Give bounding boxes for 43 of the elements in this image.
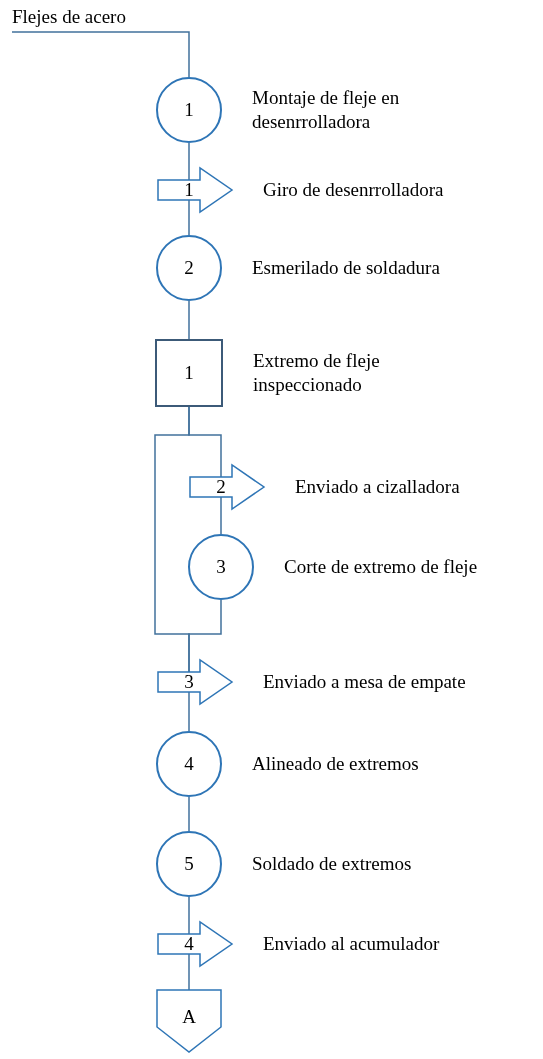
- inspection-square: [155, 339, 223, 407]
- connector-line: [11, 31, 190, 78]
- transport-symbol: [157, 167, 233, 213]
- step-number: 5: [183, 854, 195, 874]
- connector-symbol: [156, 989, 222, 1053]
- step-description: Esmerilado de soldadura: [252, 256, 440, 280]
- step-description: Enviado al acumulador: [263, 932, 440, 956]
- step-number: 1: [183, 363, 195, 383]
- operation-circle: [156, 831, 222, 897]
- step-description: Corte de extremo de fleje: [284, 555, 478, 579]
- step-number: A: [181, 1007, 197, 1027]
- transport-symbol: [157, 921, 233, 967]
- step-number: 2: [215, 477, 227, 497]
- step-number: 2: [183, 258, 195, 278]
- step-number: 1: [183, 180, 195, 200]
- connector-line: [188, 896, 190, 935]
- step-number: 3: [215, 557, 227, 577]
- operation-circle: [156, 235, 222, 301]
- step-description: Alineado de extremos: [252, 752, 419, 776]
- step-description: Giro de desenrrolladora: [263, 178, 444, 202]
- material-label: Flejes de acero: [12, 6, 152, 32]
- step-number: 4: [183, 754, 195, 774]
- step-description: Soldado de extremos: [252, 852, 412, 876]
- connector-line: [188, 953, 190, 991]
- connector-line: [188, 199, 190, 236]
- connector-line: [188, 796, 190, 832]
- connector-line: [188, 691, 190, 732]
- operation-circle: [188, 534, 254, 600]
- step-number: 4: [183, 934, 195, 954]
- transport-symbol: [157, 659, 233, 705]
- connector-line: [220, 496, 222, 535]
- step-description: Extremo de fleje inspeccionado: [253, 349, 381, 397]
- step-number: 3: [183, 672, 195, 692]
- connector-line: [188, 300, 190, 340]
- step-number: 1: [183, 100, 195, 120]
- operation-circle: [156, 77, 222, 143]
- connector-line: [154, 406, 190, 673]
- connector-line: [188, 142, 190, 181]
- step-description: Enviado a cizalladora: [295, 475, 460, 499]
- transport-symbol: [189, 464, 265, 510]
- step-description: Montaje de fleje en desenrrolladora: [252, 86, 401, 134]
- step-description: Enviado a mesa de empate: [263, 670, 466, 694]
- operation-circle: [156, 731, 222, 797]
